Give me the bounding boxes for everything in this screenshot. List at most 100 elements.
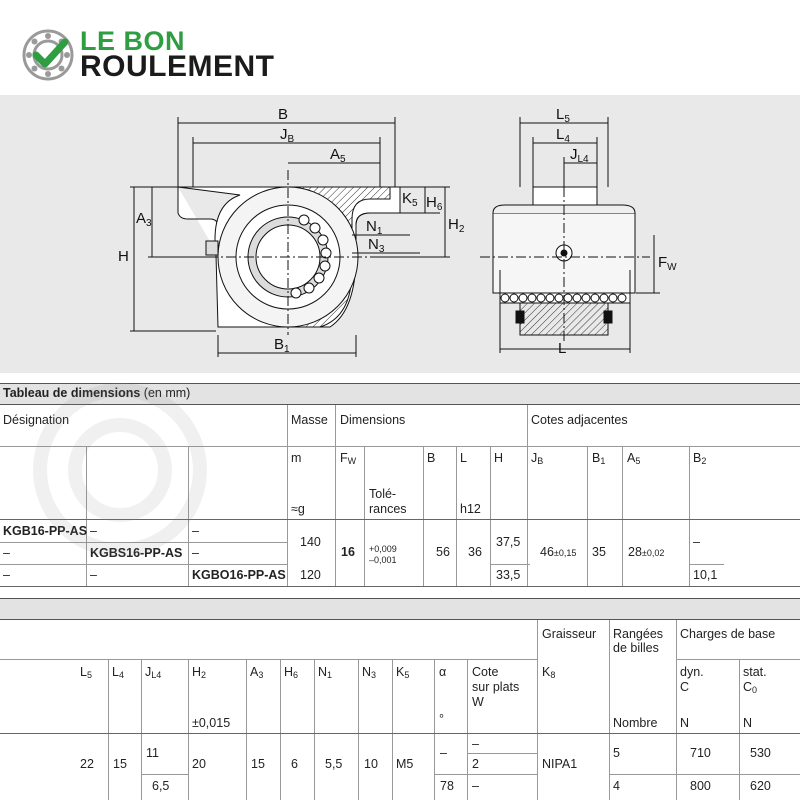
dim-B: B xyxy=(278,106,288,123)
val-B: 56 xyxy=(436,545,450,559)
val-W1: – xyxy=(472,737,479,751)
row2-c3: – xyxy=(192,546,199,560)
hdr-N1: N1 xyxy=(318,665,333,680)
hdr-nombre: Nombre xyxy=(613,716,658,730)
val-C1: 710 xyxy=(690,746,711,760)
header: LE BON ROULEMENT xyxy=(0,0,800,95)
dim-JL4: JL4 xyxy=(570,146,589,165)
hdr-K8: K8 xyxy=(542,665,556,680)
val-K5: M5 xyxy=(396,757,414,771)
hdr-masse: Masse xyxy=(291,413,328,427)
val-JL4-2: 6,5 xyxy=(152,779,170,793)
bearing-check-icon xyxy=(22,29,74,81)
hdr-cote2: sur plats xyxy=(472,680,520,694)
hdr-N-stat: N xyxy=(743,716,753,730)
dim-L: L xyxy=(558,340,566,357)
dim-A3: A3 xyxy=(136,210,152,229)
val-masse1: 140 xyxy=(300,535,321,549)
hdr-dyn: dyn. xyxy=(680,665,704,679)
row2-c1: – xyxy=(3,546,10,560)
hdr-fw: FW xyxy=(340,451,357,466)
val-W3: – xyxy=(472,779,479,793)
val-H1: 37,5 xyxy=(496,535,521,549)
table1-title-bar: Tableau de dimensions (en mm) xyxy=(0,383,800,405)
drawing-svg: B JB A5 A3 H K5 H6 H2 N1 N3 B1 L5 L4 JL4… xyxy=(118,106,677,357)
brand-line1: LE BON xyxy=(80,26,186,56)
hdr-K5: K5 xyxy=(396,665,410,680)
hdr-C: C xyxy=(680,680,690,694)
hdr-m: m xyxy=(291,451,302,465)
row2-designation: KGBS16-PP-AS xyxy=(90,546,183,560)
val-B2-1: – xyxy=(693,535,700,549)
hdr-stat: stat. xyxy=(743,665,767,679)
hdr-B2: B2 xyxy=(693,451,707,466)
val-H6: 6 xyxy=(291,757,298,771)
hdr-dimensions: Dimensions xyxy=(340,413,406,427)
hdr-L: L xyxy=(460,451,467,465)
row1-c3: – xyxy=(192,524,199,538)
val-nb2: 4 xyxy=(613,779,620,793)
val-tol-plus: +0,009 xyxy=(369,544,397,554)
val-H3: 33,5 xyxy=(496,568,521,582)
technical-drawing: B JB A5 A3 H K5 H6 H2 N1 N3 B1 L5 L4 JL4… xyxy=(0,95,800,373)
dim-H2: H2 xyxy=(448,216,465,235)
hdr-JB: JB xyxy=(531,451,544,466)
dim-N3: N3 xyxy=(368,236,385,255)
hdr-N-dyn: N xyxy=(680,716,690,730)
table1-title-unit: (en mm) xyxy=(140,386,191,400)
val-L: 36 xyxy=(468,545,482,559)
dim-K5: K5 xyxy=(402,190,418,209)
hdr-H2-tol: ±0,015 xyxy=(192,716,231,730)
hdr-L5: L5 xyxy=(80,665,92,680)
dim-FW: FW xyxy=(658,254,677,273)
table2-bar xyxy=(0,598,800,620)
row3-c2: – xyxy=(90,568,97,582)
dim-H: H xyxy=(118,248,129,265)
hdr-JL4: JL4 xyxy=(145,665,162,680)
hdr-approx-g: ≈g xyxy=(291,502,305,516)
dim-B1: B1 xyxy=(274,336,290,355)
brand-logo: LE BON ROULEMENT xyxy=(22,26,322,86)
hdr-N3: N3 xyxy=(362,665,377,680)
val-tol-minus: –0,001 xyxy=(369,555,397,565)
val-W2: 2 xyxy=(472,757,479,771)
val-JB: 46±0,15 xyxy=(540,545,577,559)
hdr-A3: A3 xyxy=(250,665,264,680)
val-L5: 22 xyxy=(80,757,94,771)
brand-line2: ROULEMENT xyxy=(80,50,275,83)
val-L4: 15 xyxy=(113,757,127,771)
val-nb1: 5 xyxy=(613,746,620,760)
dim-N1: N1 xyxy=(366,218,383,237)
hdr-tol2: rances xyxy=(369,502,407,516)
val-C2: 800 xyxy=(690,779,711,793)
val-masse3: 120 xyxy=(300,568,321,582)
table1-title: Tableau de dimensions xyxy=(3,386,141,400)
dim-A5: A5 xyxy=(330,146,346,165)
val-B1: 35 xyxy=(592,545,606,559)
hdr-H: H xyxy=(494,451,504,465)
val-A3: 15 xyxy=(251,757,265,771)
val-C02: 620 xyxy=(750,779,771,793)
hdr-H2: H2 xyxy=(192,665,207,680)
hdr-graisseur: Graisseur xyxy=(542,627,597,641)
val-C01: 530 xyxy=(750,746,771,760)
val-N1: 5,5 xyxy=(325,757,343,771)
hdr-cotes: Cotes adjacentes xyxy=(531,413,628,427)
val-A5: 28±0,02 xyxy=(628,545,665,559)
val-alpha1: – xyxy=(440,746,447,760)
hdr-B: B xyxy=(427,451,436,465)
val-B2-3: 10,1 xyxy=(693,568,718,582)
hdr-A5: A5 xyxy=(627,451,641,466)
dim-L4: L4 xyxy=(556,126,570,145)
dim-JB: JB xyxy=(280,126,295,145)
hdr-B1: B1 xyxy=(592,451,606,466)
hdr-tol1: Tolé- xyxy=(369,487,397,501)
hdr-alpha: α xyxy=(439,665,447,679)
hdr-degree: ° xyxy=(439,712,444,726)
val-JL4-1: 11 xyxy=(146,746,159,760)
row1-designation: KGB16-PP-AS xyxy=(3,524,88,538)
hdr-rangees2: de billes xyxy=(613,641,659,655)
hdr-L4: L4 xyxy=(112,665,124,680)
val-alpha2: 78 xyxy=(440,779,454,793)
hdr-cote1: Cote xyxy=(472,665,499,679)
